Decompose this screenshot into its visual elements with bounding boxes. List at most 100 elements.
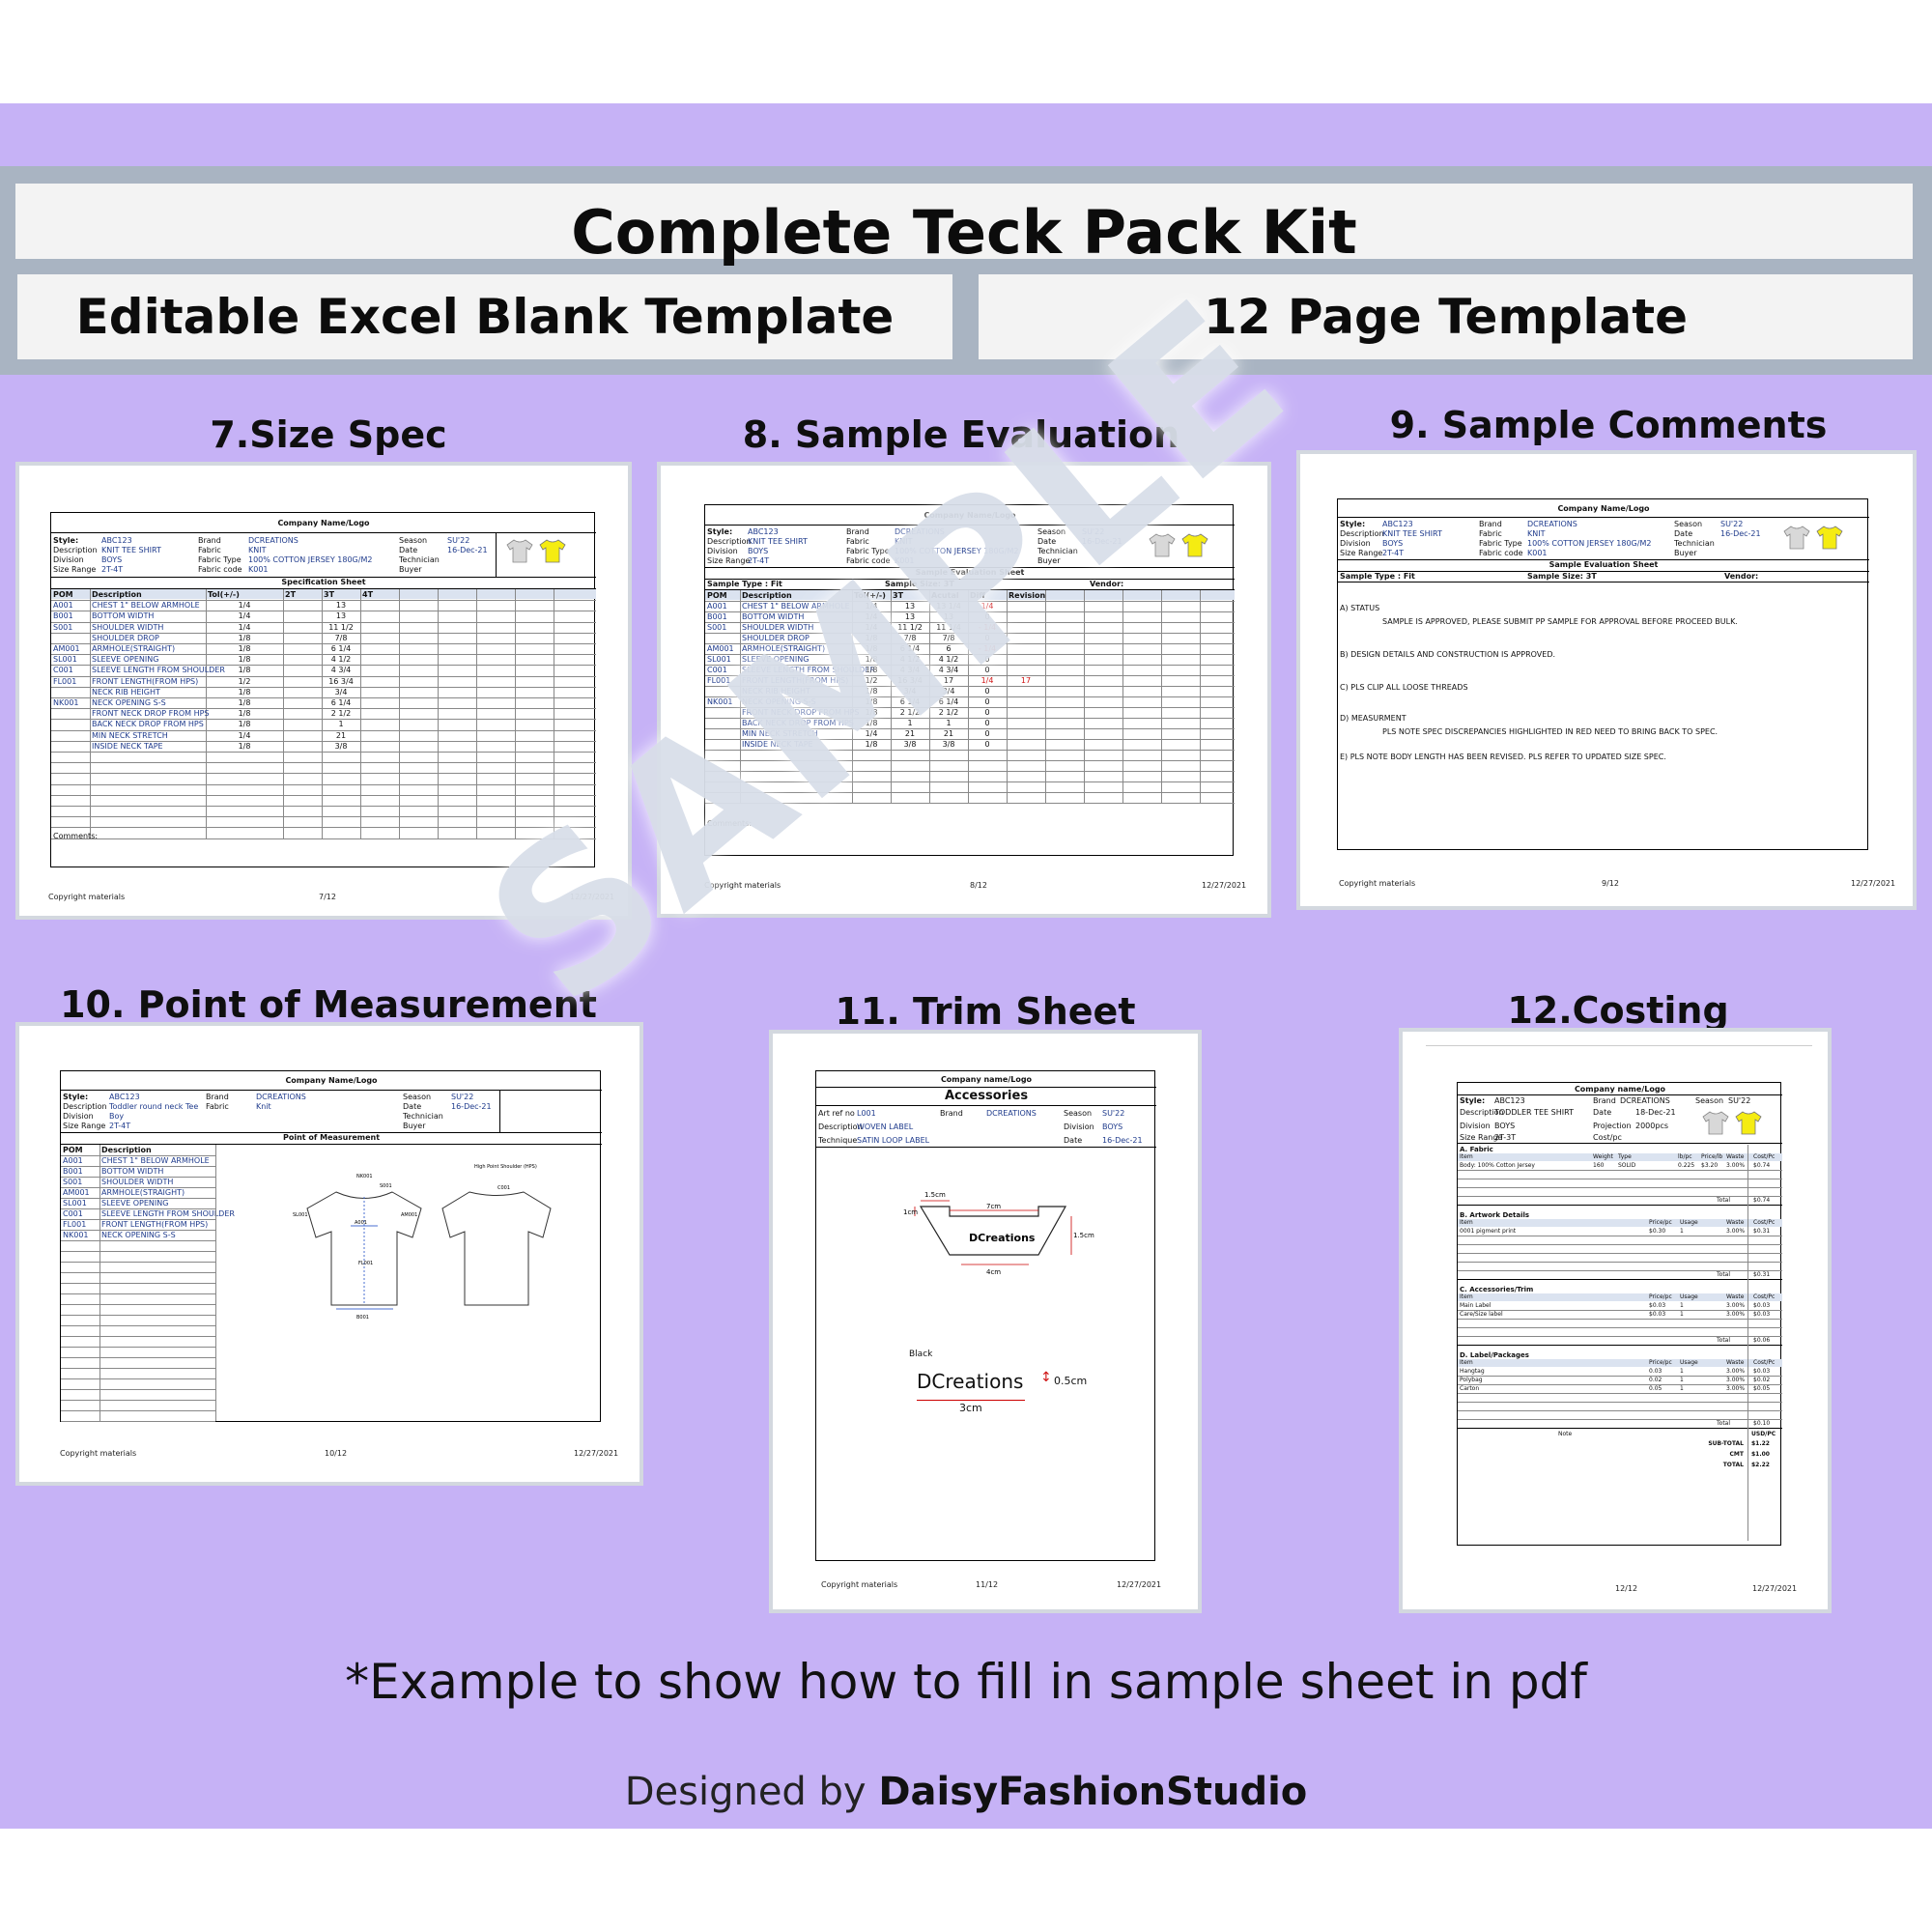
table-cell: FRONT NECK DROP FROM HPS [742,708,860,717]
table-cell: A001 [63,1156,83,1165]
technician-label: Technician [399,555,440,564]
table-cell: 17 [1020,676,1032,685]
division-label: Division [53,555,84,564]
technician-label: Technician [1037,547,1078,555]
row-divider [51,816,596,818]
table-cell: 13 [943,612,954,621]
table-cell: 3.00% [1726,1385,1746,1392]
table-cell: S001 [53,622,73,632]
brand-label: Brand [846,527,869,536]
column-header: Revision [1009,591,1046,600]
table-cell: 1/8 [238,633,251,642]
column-header: Waste [1726,1153,1745,1160]
diagram-label: SL001 [293,1212,308,1218]
technique-label: Technique [818,1136,858,1145]
comment-line: D) MEASURMENT [1340,714,1406,723]
dim-label: 4cm [986,1268,1001,1276]
table-cell: 0 [984,697,990,706]
row-divider [1458,1196,1782,1197]
row-divider [1458,1393,1782,1394]
column-divider [206,589,207,838]
row-divider [705,675,1235,676]
caption-trim: 11. Trim Sheet [835,990,1136,1033]
column-header: Price/pc [1649,1293,1672,1300]
row-divider [61,1283,215,1284]
row-divider [51,762,596,764]
header-shade [1458,1153,1782,1161]
table-cell: SLEEVE LENGTH FROM SHOULDER [92,666,225,675]
copyright-text: Copyright materials [821,1580,898,1589]
row-divider [705,643,1235,644]
spec-sheet: Company Name/Logo Style: ABC123 Brand DC… [50,512,596,867]
page-thumb-costing: Company name/Logo Style: ABC123 Brand DC… [1399,1028,1832,1613]
table-cell: 0 [984,687,990,696]
season-value: SU'22 [451,1093,474,1101]
column-header: Description [92,590,142,599]
desc-label: Description [63,1102,107,1111]
table-cell: ARMHOLE(STRAIGHT) [92,644,176,653]
row-divider [51,654,596,656]
section-title: D. Label/Packages [1460,1351,1529,1359]
summary-value: $1.00 [1751,1451,1770,1458]
row-divider [705,739,1235,740]
fabric-value: Knit [256,1102,271,1111]
row-divider [61,1400,215,1401]
column-header: Waste [1726,1219,1745,1226]
row-divider [61,1293,215,1294]
column-divider [740,590,741,803]
column-divider [399,589,400,838]
table-cell: 16 3/4 [897,676,923,685]
style-label: Style: [1340,520,1366,528]
page-thumb-size-spec: Company Name/Logo Style: ABC123 Brand DC… [15,462,632,920]
row-divider [705,781,1235,782]
column-divider [515,589,516,838]
row-divider [1458,1187,1782,1188]
row-divider [61,1378,215,1379]
fabric-label: Fabric [1479,529,1502,538]
table-cell: B001 [53,611,73,621]
row-divider [61,1177,215,1178]
table-cell: S001 [63,1178,83,1186]
season-value: SU'22 [1102,1109,1125,1118]
brand-label: Brand [940,1109,963,1118]
print-date: 12/27/2021 [1202,881,1247,890]
table-cell: 13 [904,612,916,621]
table-cell: ARMHOLE(STRAIGHT) [742,644,826,653]
table-cell: 3/8 [334,741,348,751]
caption-pom: 10. Point of Measurement [60,983,597,1026]
column-divider [891,590,892,803]
header-shade [1458,1359,1782,1367]
table-cell: 0 [984,708,990,717]
row-divider [1458,1262,1782,1263]
table-cell: NK001 [63,1231,89,1239]
table-cell: $0.03 [1649,1311,1666,1318]
table-cell: SLEEVE OPENING [101,1199,169,1208]
size-range-label: Size Range [53,565,97,574]
comments-label: Comments: [53,832,99,840]
season-label: Season [1695,1096,1724,1105]
page-number: 9/12 [1602,879,1619,888]
column-header: POM [707,591,727,600]
table-cell: 0.05 [1649,1385,1662,1392]
sample-type: Sample Type : Fit [707,580,782,588]
height-arrow-icon: ↕ [1040,1370,1052,1385]
desc-value: Toddler round neck Tee [109,1102,199,1111]
table-cell: ARMHOLE(STRAIGHT) [101,1188,185,1197]
fabric-type-value: 100% COTTON JERSEY 180G/M2 [248,555,373,564]
comments-label: Comments: [707,819,753,828]
comments-sheet: Company Name/Logo Style: ABC123 Brand DC… [1337,498,1869,850]
table-cell: 1/4 [865,612,878,621]
row-divider [51,838,596,839]
table-cell: 2 1/2 [330,709,352,719]
table-cell: BOTTOM WIDTH [742,612,805,621]
table-cell: $0.03 [1753,1302,1771,1309]
page-number: 8/12 [970,881,987,890]
fabric-type-label: Fabric Type [846,547,890,555]
vendor-label: Vendor: [1090,580,1124,588]
section-title: B. Artwork Details [1460,1211,1530,1219]
row-divider [1458,1205,1782,1206]
company-logo-text: Company Name/Logo [923,511,1016,520]
column-header: Tol(+/-) [854,591,886,600]
table-cell: FL001 [53,676,77,686]
column-header: Item [1460,1293,1473,1300]
